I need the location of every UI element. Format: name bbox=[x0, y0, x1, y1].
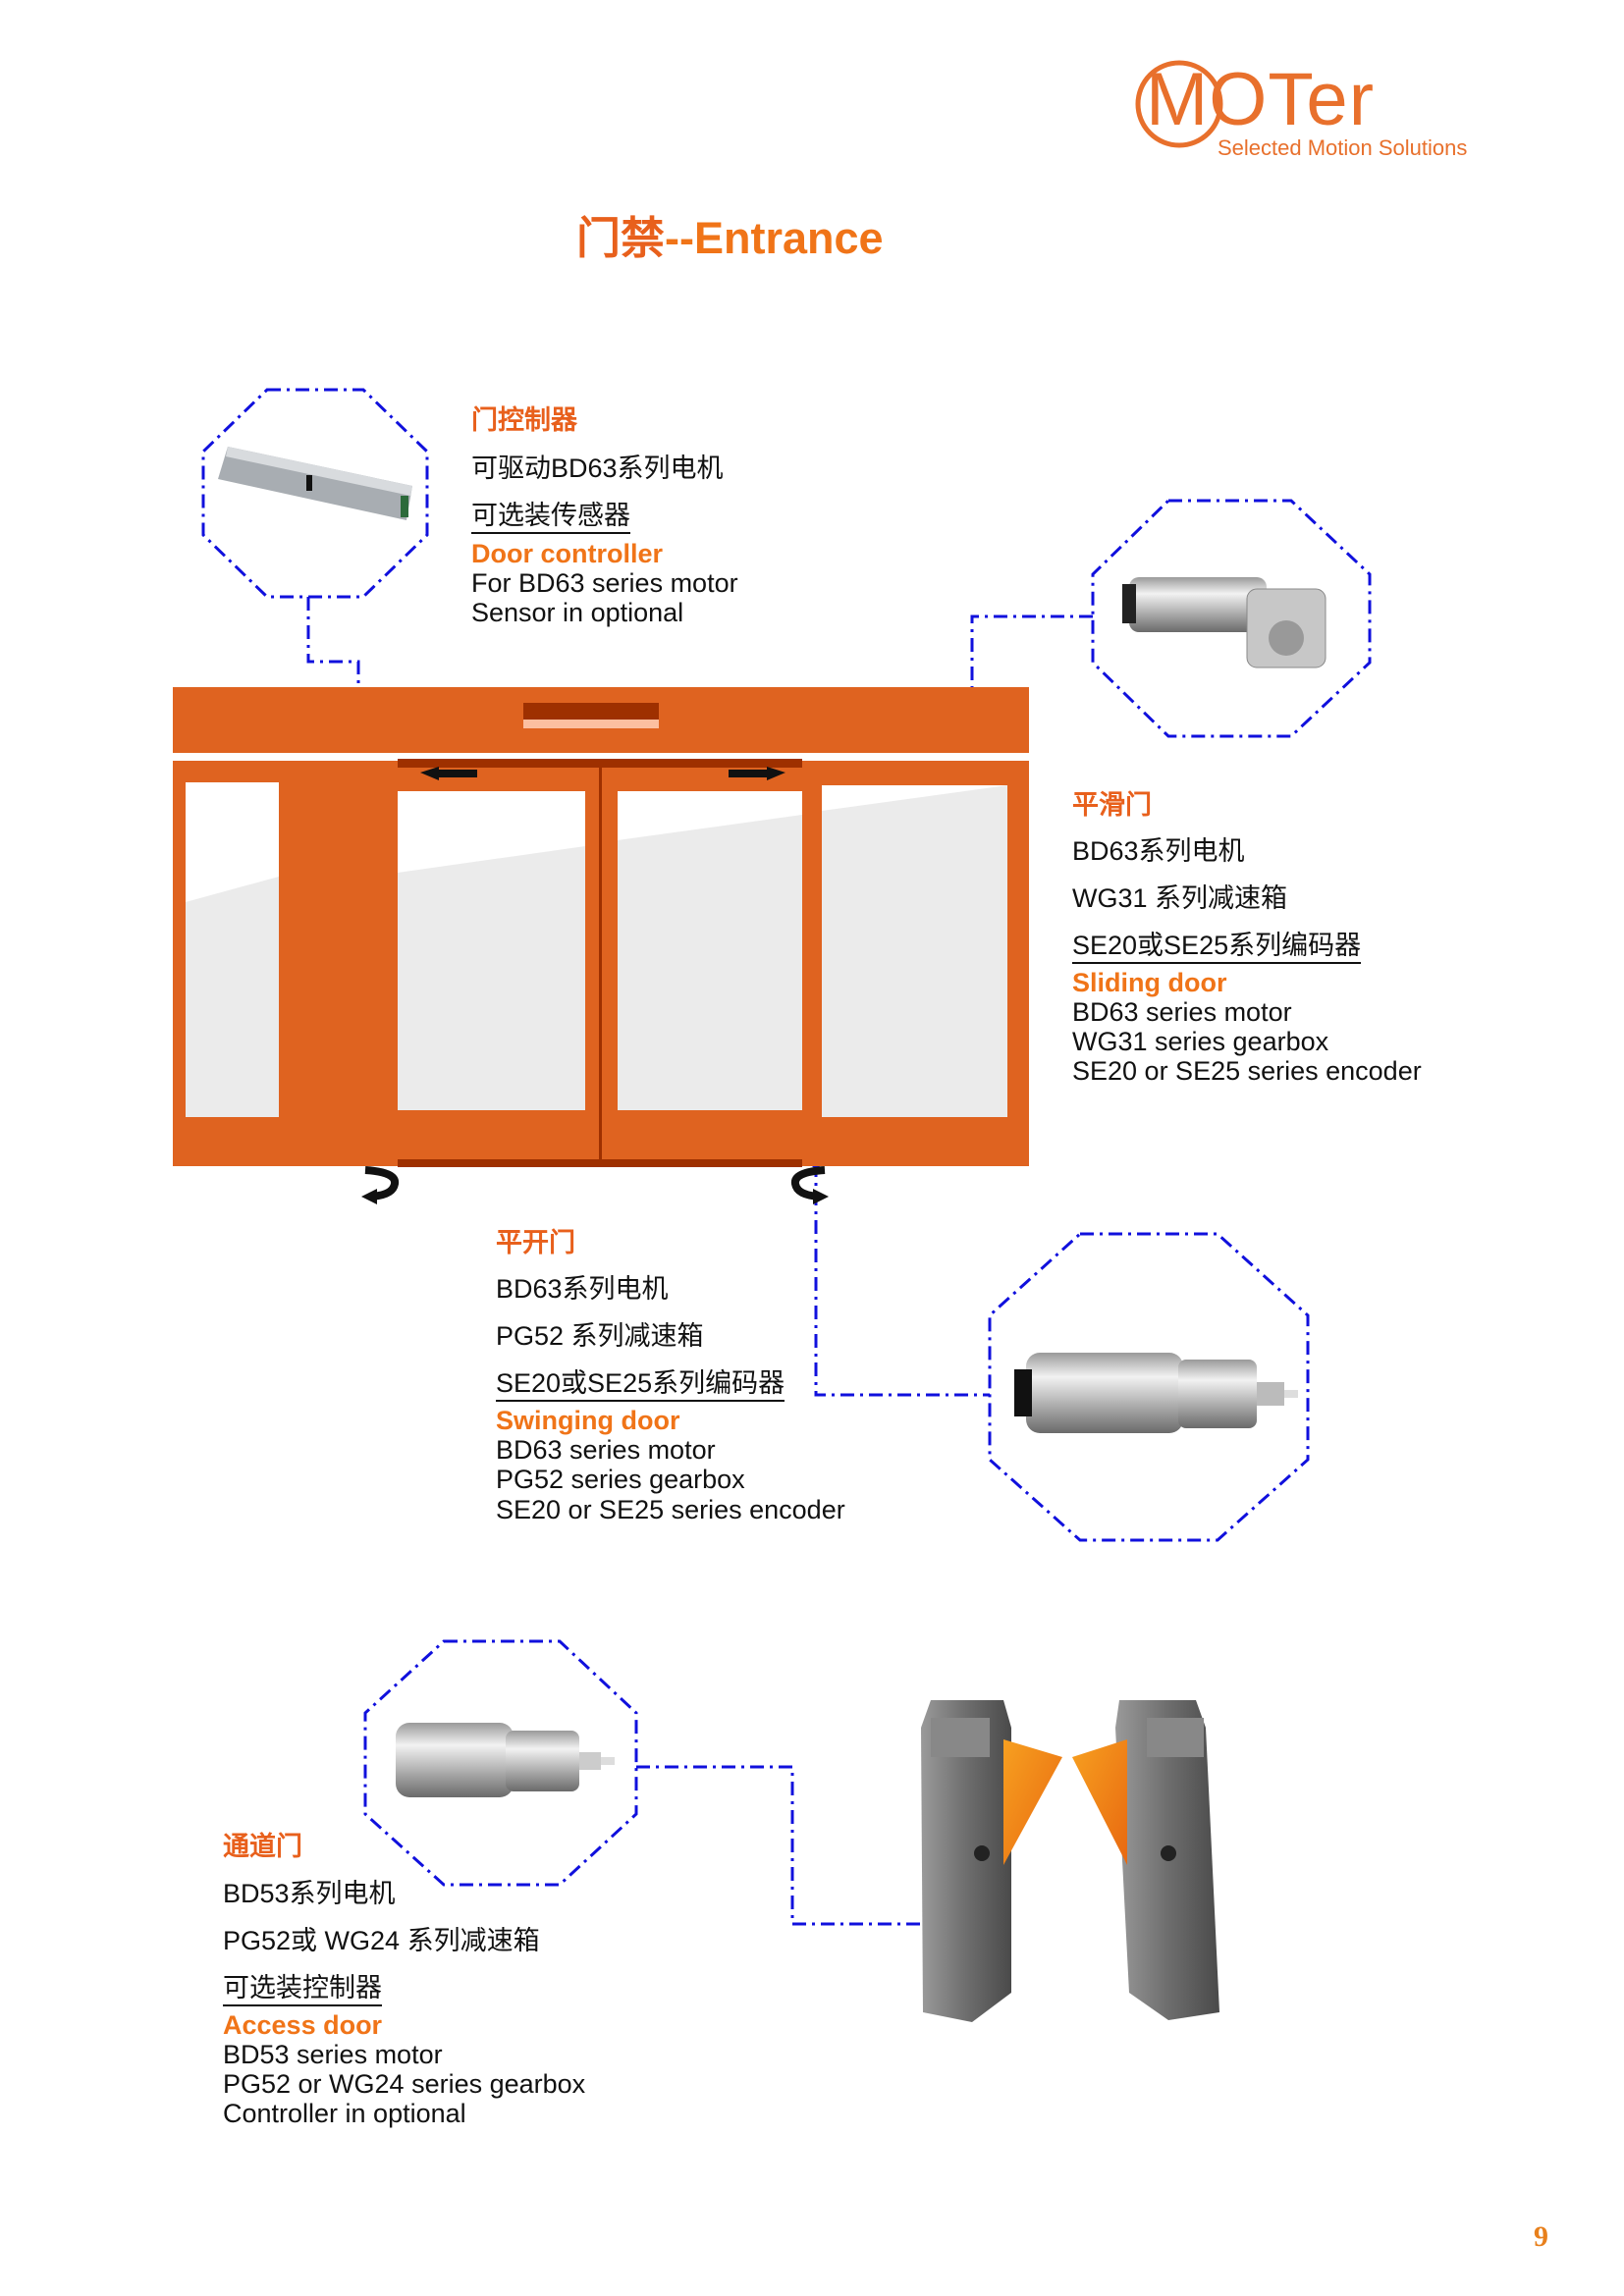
access-motor-image bbox=[396, 1723, 615, 1797]
page-title: 门禁--Entrance bbox=[576, 202, 884, 266]
octagon-swinging-motor bbox=[988, 1232, 1310, 1542]
sliding-zh-line: BD63系列电机 bbox=[1072, 836, 1245, 866]
swinging-motor-image bbox=[1014, 1353, 1298, 1433]
access-en-line: Controller in optional bbox=[223, 2099, 466, 2128]
access-en-line: PG52 or WG24 series gearbox bbox=[223, 2069, 586, 2099]
swinging-zh-line: PG52 系列减速箱 bbox=[496, 1321, 704, 1351]
sliding-zh-line: WG31 系列减速箱 bbox=[1072, 883, 1288, 913]
access-zh-line: PG52或 WG24 系列减速箱 bbox=[223, 1926, 540, 1955]
swinging-zh-line: SE20或SE25系列编码器 bbox=[496, 1368, 785, 1402]
access-zh-line: 可选装控制器 bbox=[223, 1973, 382, 2006]
connector-swinging bbox=[814, 1163, 990, 1397]
logo-circle bbox=[1135, 60, 1223, 148]
door-diagram bbox=[173, 687, 1029, 1204]
access-en-title: Access door bbox=[223, 2010, 383, 2040]
page-number: 9 bbox=[1534, 2220, 1548, 2253]
turnstile-image bbox=[921, 1700, 1219, 2022]
swinging-en-line: SE20 or SE25 series encoder bbox=[496, 1495, 845, 1524]
sliding-motor-image bbox=[1122, 577, 1326, 668]
swinging-en-line: BD63 series motor bbox=[496, 1435, 716, 1465]
swinging-zh-title: 平开门 bbox=[496, 1228, 575, 1257]
swinging-zh-line: BD63系列电机 bbox=[496, 1274, 669, 1304]
logo-tagline: Selected Motion Solutions bbox=[1218, 135, 1468, 160]
sliding-en-line: SE20 or SE25 series encoder bbox=[1072, 1056, 1422, 1086]
sliding-en-line: WG31 series gearbox bbox=[1072, 1027, 1329, 1056]
sliding-zh-title: 平滑门 bbox=[1072, 790, 1152, 820]
controller-zh-line: 可选装传感器 bbox=[471, 501, 630, 534]
access-zh-line: BD53系列电机 bbox=[223, 1879, 396, 1908]
controller-en-line: For BD63 series motor bbox=[471, 568, 738, 598]
octagon-sliding-motor bbox=[1091, 499, 1372, 738]
controller-en-line: Sensor in optional bbox=[471, 598, 684, 627]
title-sep: -- bbox=[665, 213, 694, 263]
sliding-en-title: Sliding door bbox=[1072, 968, 1227, 997]
controller-zh-title: 门控制器 bbox=[471, 405, 577, 435]
title-en: Entrance bbox=[694, 213, 884, 263]
sliding-zh-line: SE20或SE25系列编码器 bbox=[1072, 931, 1362, 964]
access-en-line: BD53 series motor bbox=[223, 2040, 443, 2069]
title-zh: 门禁 bbox=[576, 213, 666, 263]
sliding-en-line: BD63 series motor bbox=[1072, 997, 1292, 1027]
octagon-access-motor bbox=[363, 1639, 638, 1887]
controller-image bbox=[218, 447, 412, 520]
logo-wordmark: MOTer bbox=[1146, 58, 1375, 141]
controller-en-title: Door controller bbox=[471, 539, 664, 568]
swinging-en-title: Swinging door bbox=[496, 1406, 680, 1435]
connector-access bbox=[636, 1765, 947, 1926]
controller-zh-line: 可驱动BD63系列电机 bbox=[471, 454, 724, 483]
octagon-controller bbox=[201, 388, 429, 599]
swinging-en-line: PG52 series gearbox bbox=[496, 1465, 745, 1494]
access-zh-title: 通道门 bbox=[223, 1832, 302, 1861]
